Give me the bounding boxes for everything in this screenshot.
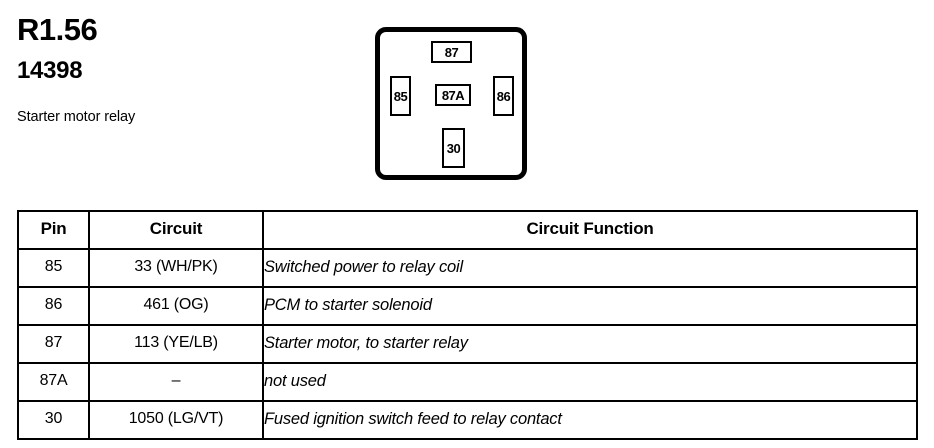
relay-terminal-87: 87 <box>431 41 472 63</box>
relay-id-label: R1.56 <box>17 12 98 47</box>
relay-terminal-87a: 87A <box>435 84 471 106</box>
cell-circuit-function: not used <box>262 362 918 402</box>
table-row: 87 113 (YE/LB) Starter motor, to starter… <box>17 324 918 364</box>
relay-pin-table: Pin Circuit Circuit Function 85 33 (WH/P… <box>17 210 918 440</box>
relay-part-number-label: 14398 <box>17 57 83 84</box>
table-row: 85 33 (WH/PK) Switched power to relay co… <box>17 248 918 288</box>
cell-circuit: 33 (WH/PK) <box>88 248 264 288</box>
cell-circuit: 1050 (LG/VT) <box>88 400 264 440</box>
relay-header-block: R1.56 14398 Starter motor relay <box>17 14 337 125</box>
relay-terminal-30: 30 <box>442 128 465 168</box>
cell-circuit: 113 (YE/LB) <box>88 324 264 364</box>
table-header-row: Pin Circuit Circuit Function <box>17 210 918 250</box>
table-row: 87A – not used <box>17 362 918 402</box>
column-header-pin: Pin <box>17 210 90 250</box>
cell-pin: 30 <box>17 400 90 440</box>
cell-pin: 87 <box>17 324 90 364</box>
cell-circuit: 461 (OG) <box>88 286 264 326</box>
cell-circuit-function: PCM to starter solenoid <box>262 286 918 326</box>
cell-circuit-function: Starter motor, to starter relay <box>262 324 918 364</box>
cell-circuit: – <box>88 362 264 402</box>
relay-terminal-85: 85 <box>390 76 411 116</box>
relay-terminal-86: 86 <box>493 76 514 116</box>
relay-description-label: Starter motor relay <box>17 109 136 125</box>
column-header-circuit-function: Circuit Function <box>262 210 918 250</box>
relay-body-outline: 87 85 87A 86 30 <box>375 27 527 180</box>
cell-pin: 85 <box>17 248 90 288</box>
cell-circuit-function: Switched power to relay coil <box>262 248 918 288</box>
table-row: 30 1050 (LG/VT) Fused ignition switch fe… <box>17 400 918 440</box>
cell-pin: 86 <box>17 286 90 326</box>
cell-pin: 87A <box>17 362 90 402</box>
table-row: 86 461 (OG) PCM to starter solenoid <box>17 286 918 326</box>
cell-circuit-function: Fused ignition switch feed to relay cont… <box>262 400 918 440</box>
column-header-circuit: Circuit <box>88 210 264 250</box>
